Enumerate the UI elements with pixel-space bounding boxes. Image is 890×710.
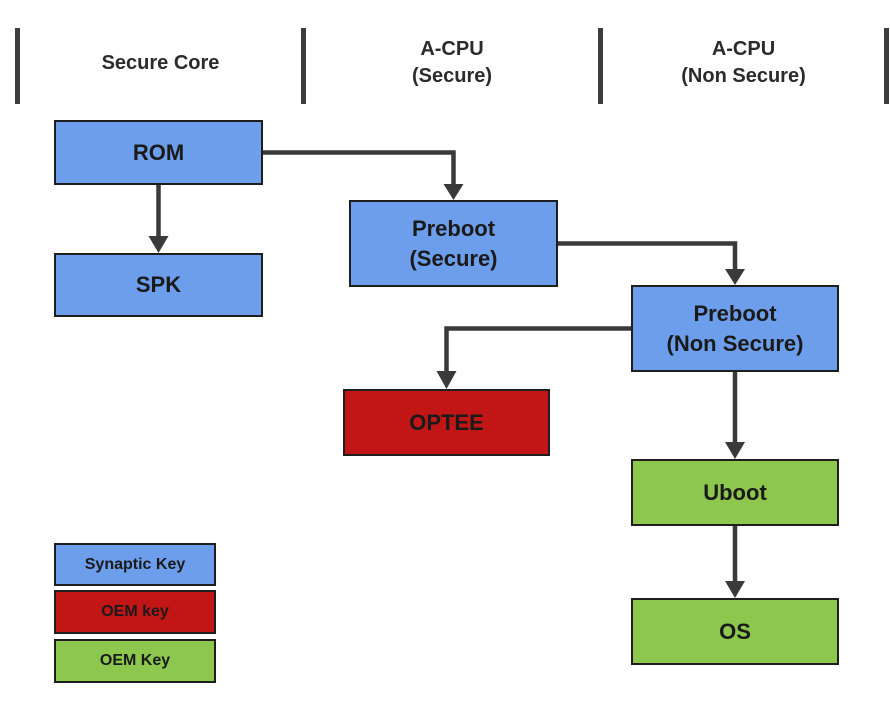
lane-divider-left: [15, 28, 20, 104]
column-title-line: A-CPU: [420, 38, 484, 60]
edge-preboot-non-secure-to-optee: [436, 326, 631, 389]
edge-rom-to-preboot-secure: [263, 150, 464, 200]
node-os: OS: [631, 598, 839, 665]
edge-uboot-to-os: [725, 526, 745, 598]
node-preboot-non-secure: Preboot (Non Secure): [631, 285, 839, 372]
column-title-line: (Secure): [411, 65, 493, 87]
node-label: (Non Secure): [666, 330, 804, 356]
node-optee: OPTEE: [343, 389, 550, 456]
node-label: Preboot: [411, 215, 496, 241]
column-title-line: Secure Core: [101, 51, 220, 74]
legend-item-oem-key-green: OEM Key: [54, 639, 216, 683]
column-title-acpu-non-secure: A-CPU (Non Secure): [603, 28, 884, 98]
node-label: OS: [719, 618, 751, 644]
legend-label: OEM Key: [99, 652, 171, 669]
column-title-acpu-secure: A-CPU (Secure): [306, 28, 598, 98]
column-title-line: A-CPU: [711, 38, 776, 60]
node-label: ROM: [132, 139, 185, 165]
column-title-line: (Non Secure): [681, 65, 806, 87]
node-label: Preboot: [693, 300, 777, 326]
legend-item-synaptic-key: Synaptic Key: [54, 543, 216, 586]
node-label: SPK: [135, 272, 182, 298]
node-label: Uboot: [703, 479, 767, 505]
lane-divider-right: [884, 28, 889, 104]
node-uboot: Uboot: [631, 459, 839, 526]
column-title-secure-core: Secure Core: [20, 28, 301, 98]
node-label: OPTEE: [409, 409, 484, 435]
lane-divider-2: [598, 28, 603, 104]
node-spk: SPK: [54, 253, 263, 317]
lane-divider-1: [301, 28, 306, 104]
legend-label: OEM key: [101, 603, 169, 620]
edge-rom-to-spk: [148, 185, 169, 253]
edge-preboot-secure-to-preboot-non-secure: [558, 241, 745, 285]
legend-item-oem-key-red: OEM key: [54, 590, 216, 634]
node-label: (Secure): [409, 245, 498, 271]
node-rom: ROM: [54, 120, 263, 185]
legend-label: Synaptic Key: [84, 555, 186, 573]
edge-preboot-non-secure-to-uboot: [725, 372, 745, 459]
node-preboot-secure: Preboot (Secure): [349, 200, 558, 287]
